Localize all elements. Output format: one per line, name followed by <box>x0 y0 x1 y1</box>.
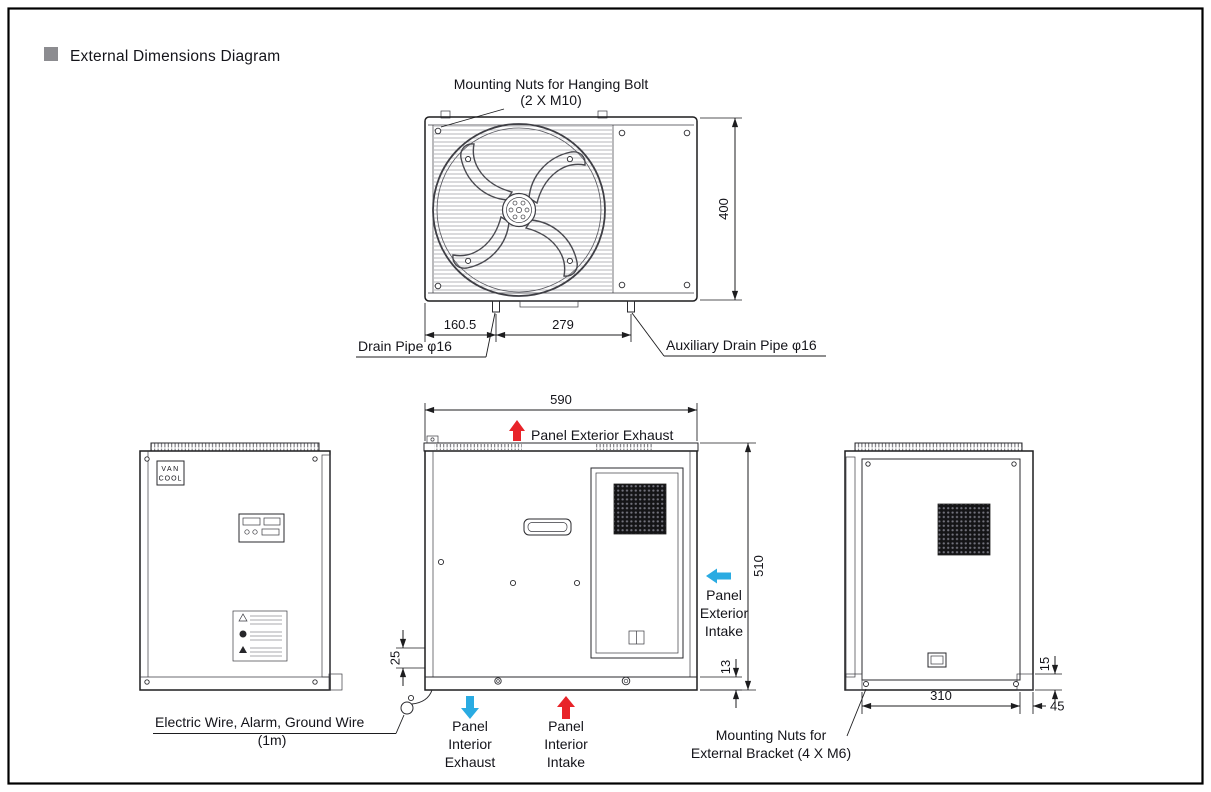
dim-25-text: 25 <box>388 651 403 665</box>
dim-400: 400 <box>700 117 742 301</box>
side-grille <box>937 503 991 556</box>
left-view-screws <box>144 456 318 685</box>
exterior-exhaust-label: Panel Exterior Exhaust <box>531 427 674 443</box>
label-drain-pipe: Drain Pipe φ16 <box>356 312 496 358</box>
dim-160-5-and-279: 160.5 279 <box>424 303 632 342</box>
fan-hub <box>501 192 537 228</box>
right-foot-left <box>845 673 863 691</box>
dim-15: 15 <box>1035 656 1062 708</box>
interior-exhaust-arrow-icon <box>461 696 479 719</box>
right-top-plate <box>854 442 1023 452</box>
dim-310: 310 <box>861 688 1021 714</box>
label-mounting-nuts: Mounting Nuts for Hanging Bolt (2 X M10) <box>440 76 649 128</box>
exterior-intake-label-1: Panel <box>706 587 742 603</box>
interior-intake-arrow-icon <box>557 696 575 719</box>
interior-intake-label-3: Intake <box>547 754 585 770</box>
left-top-plate <box>150 442 320 452</box>
exterior-intake-label-3: Intake <box>705 623 743 639</box>
interior-exhaust-label-2: Interior <box>448 736 492 752</box>
dim-45-text: 45 <box>1050 699 1064 714</box>
dim-510-text: 510 <box>751 555 766 577</box>
drain-pipe-label: Drain Pipe φ16 <box>358 338 452 354</box>
aux-drain-pipe-label: Auxiliary Drain Pipe φ16 <box>666 337 817 353</box>
top-view-screws <box>434 127 691 290</box>
mounting-nuts-label: Mounting Nuts for Hanging Bolt <box>454 76 649 92</box>
mounting-nuts-spec: (2 X M10) <box>520 92 581 108</box>
side-handle <box>927 652 947 668</box>
fan-icon <box>432 123 606 297</box>
control-panel <box>238 513 285 543</box>
brand-logo: VAN COOL <box>156 460 185 486</box>
interior-exhaust-label-3: Exhaust <box>445 754 496 770</box>
airflow-exterior-exhaust: Panel Exterior Exhaust <box>509 420 674 443</box>
mounting-bracket-label-2: External Bracket (4 X M6) <box>691 745 851 761</box>
handle <box>523 518 572 536</box>
dim-25: 25 <box>388 630 425 686</box>
top-view: 400 160.5 279 Mounting Nuts for Hanging … <box>356 76 826 358</box>
page-header: External Dimensions Diagram <box>44 47 280 65</box>
title-bullet-icon <box>44 47 58 61</box>
dim-310-text: 310 <box>930 688 952 703</box>
door-panel <box>590 467 684 659</box>
top-vent-right <box>596 444 653 450</box>
bottom-flange <box>519 300 579 308</box>
dim-279-text: 279 <box>552 317 574 332</box>
dim-160-5-text: 160.5 <box>444 317 477 332</box>
page-title: External Dimensions Diagram <box>70 48 280 65</box>
electric-wire-label: Electric Wire, Alarm, Ground Wire <box>155 714 364 730</box>
right-view-screws <box>863 461 1019 687</box>
dim-15-text: 15 <box>1037 657 1052 671</box>
brand-logo-line2: COOL <box>159 476 183 483</box>
dim-45: 45 <box>1032 692 1064 714</box>
door-grille <box>613 483 667 535</box>
exterior-exhaust-arrow-icon <box>509 420 525 441</box>
right-side-strip <box>845 456 856 678</box>
electric-wire <box>400 689 433 715</box>
right-view-body <box>844 450 1034 691</box>
interior-intake-label-1: Panel <box>548 718 584 734</box>
dim-13: 13 <box>700 659 742 708</box>
front-view-body <box>424 450 698 691</box>
airflow-interior-intake: Panel Interior Intake <box>544 696 588 770</box>
dim-13-text: 13 <box>718 660 733 674</box>
label-mounting-bracket: Mounting Nuts for External Bracket (4 X … <box>691 688 867 761</box>
drain-pipe <box>492 300 500 313</box>
dim-590: 590 <box>424 392 698 441</box>
mounting-bracket-label-1: Mounting Nuts for <box>716 727 827 743</box>
hanging-nut-right <box>597 110 608 119</box>
warning-stickers <box>232 610 288 662</box>
interior-exhaust-label-1: Panel <box>452 718 488 734</box>
airflow-exterior-intake: Panel Exterior Intake <box>700 568 749 639</box>
airflow-interior-exhaust: Panel Interior Exhaust <box>445 696 496 770</box>
brand-logo-line1: VAN <box>161 466 179 473</box>
exterior-intake-arrow-icon <box>706 568 731 584</box>
right-inner-panel <box>861 458 1021 681</box>
dim-400-text: 400 <box>716 198 731 220</box>
top-vent-left <box>434 444 522 450</box>
label-electric-wire: Electric Wire, Alarm, Ground Wire (1m) <box>153 714 405 748</box>
dim-590-text: 590 <box>550 392 572 407</box>
label-aux-drain-pipe: Auxiliary Drain Pipe φ16 <box>631 312 826 357</box>
left-side-strip <box>321 454 331 678</box>
right-view: 310 45 15 Mounting Nuts for External Bra… <box>691 442 1064 761</box>
front-view-screws <box>437 558 631 686</box>
left-foot <box>328 673 343 691</box>
aux-drain-pipe <box>627 300 635 313</box>
exterior-intake-label-2: Exterior <box>700 605 749 621</box>
left-view: VAN COOL <box>139 442 343 691</box>
interior-intake-label-2: Interior <box>544 736 588 752</box>
electric-wire-length-label: (1m) <box>258 732 287 748</box>
front-view: 590 510 25 13 Panel Exterior <box>153 392 766 770</box>
hanging-nut-left <box>440 110 451 119</box>
